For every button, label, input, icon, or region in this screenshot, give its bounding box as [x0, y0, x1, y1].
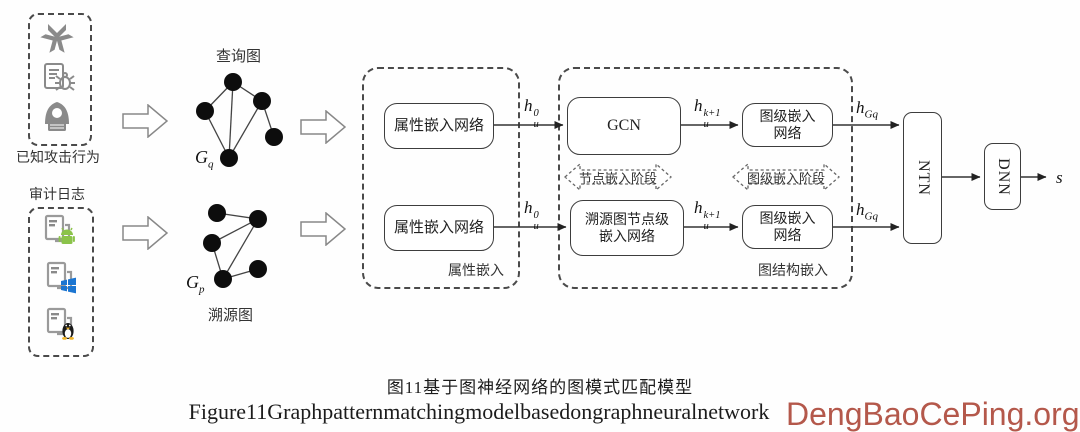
attribute-embedding-section [362, 67, 520, 289]
graph-level-embed-top-box: 图级嵌入 网络 [742, 103, 833, 147]
flow-arrow-icon [300, 212, 346, 246]
audit-logs-box [28, 207, 94, 357]
gcn-box: GCN [567, 97, 681, 155]
h-gq-bottom-label: hGq [856, 200, 878, 223]
double-arrow-icon [732, 162, 840, 192]
query-graph-title: 查询图 [216, 48, 262, 65]
double-arrow-icon [564, 162, 672, 192]
attribute-embed-network-top-box: 属性嵌入网络 [384, 103, 494, 149]
log-linux-icon [46, 307, 74, 340]
flow-arrow-icon [300, 110, 346, 144]
flow-arrows [492, 121, 1047, 231]
query-graph-symbol: Gq [195, 147, 214, 171]
watermark: DengBaoCePing.org [786, 396, 1080, 432]
flow-arrow-icon [122, 104, 168, 138]
attribute-section-label: 属性嵌入 [448, 262, 504, 278]
provenance-graph [203, 204, 267, 288]
ntn-box: NTN [903, 112, 942, 244]
query-graph [196, 73, 283, 167]
flow-arrow-icon [122, 216, 168, 250]
structure-section-label: 图结构嵌入 [758, 262, 828, 278]
attribute-embed-network-bottom-box: 属性嵌入网络 [384, 205, 494, 251]
document-bug-icon [44, 63, 75, 91]
log-android-icon [44, 214, 75, 244]
malware-icon [40, 24, 74, 53]
caption-zh: 图11基于图神经网络的图模式匹配模型 [386, 378, 694, 397]
attack-box-label: 已知攻击行为 [16, 149, 100, 165]
similarity-score-label: s [1056, 168, 1063, 187]
node-embedding-phase-arrow: 节点嵌入阶段 [564, 159, 672, 195]
attack-behaviors-box [28, 13, 92, 146]
graph-level-embed-bottom-box: 图级嵌入 网络 [742, 205, 833, 249]
provenance-node-embed-box: 溯源图节点级 嵌入网络 [570, 200, 684, 256]
audit-box-label: 审计日志 [29, 186, 85, 202]
hacker-icon [45, 102, 69, 131]
graph-embedding-phase-arrow: 图级嵌入阶段 [732, 159, 840, 195]
provenance-graph-title: 溯源图 [208, 307, 254, 324]
log-windows-icon [46, 261, 76, 294]
caption-en: Figure11Graphpatternmatchingmodelbasedon… [188, 399, 770, 424]
graph-structure-section [558, 67, 853, 289]
dnn-box: DNN [984, 143, 1021, 210]
provenance-graph-symbol: Gp [186, 272, 205, 296]
h-gq-top-label: hGq [856, 98, 878, 121]
